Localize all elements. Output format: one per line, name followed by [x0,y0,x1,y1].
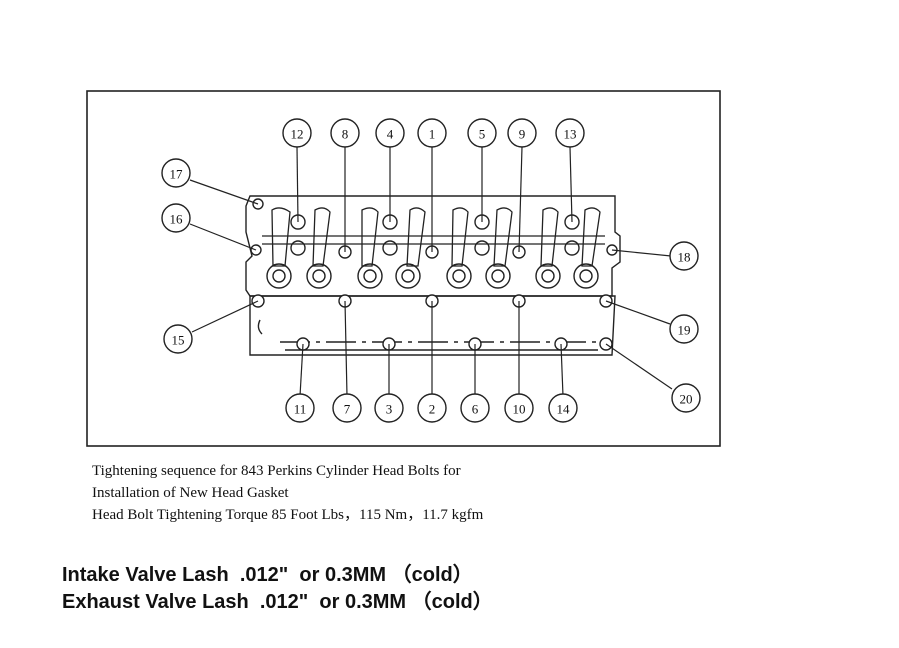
valve-springs [266,214,599,289]
bolt-number-label: 18 [678,250,691,265]
caption-line-1: Tightening sequence for 843 Perkins Cyli… [92,463,461,479]
diagram-caption: Tightening sequence for 843 Perkins Cyli… [92,460,483,526]
bolt-number-label: 9 [519,127,526,142]
bolt-callout-3: 3 [374,393,404,423]
bolt-number-label: 19 [678,323,691,338]
caption-line-3: Head Bolt Tightening Torque 85 Foot Lbs，… [92,507,484,523]
valve-lash-specs: Intake Valve Lash .012" or 0.3MM （cold） … [62,562,493,616]
bolt-number-label: 20 [680,392,693,407]
leader-lines [189,146,673,397]
bolt-callout-5: 5 [467,118,497,148]
bolt-number-label: 13 [564,127,577,142]
diagram-frame [86,90,721,447]
bolt-callout-15: 15 [163,324,193,354]
bolt-callout-4: 4 [375,118,405,148]
bolt-number-label: 14 [557,402,571,417]
bolt-number-label: 15 [172,333,185,348]
bolt-callout-10: 10 [504,393,534,423]
bolt-number-label: 8 [342,127,349,142]
bolt-number-label: 1 [429,127,436,142]
bolt-callout-6: 6 [460,393,490,423]
bolt-callout-17: 17 [161,158,191,188]
bolt-callout-7: 7 [332,393,362,423]
bolt-number-label: 16 [170,212,184,227]
bolt-callout-1: 1 [417,118,447,148]
bolt-callout-2: 2 [417,393,447,423]
bolt-holes [250,198,618,351]
bolt-number-label: 12 [291,127,304,142]
bolt-number-label: 5 [479,127,486,142]
bolt-callout-14: 14 [548,393,578,423]
bolt-callout-13: 13 [555,118,585,148]
caption-line-2: Installation of New Head Gasket [92,485,289,501]
bolt-number-label: 2 [429,402,436,417]
bolt-number-label: 11 [294,402,307,417]
rocker-arms [262,207,605,267]
bolt-number-label: 3 [386,402,393,417]
bolt-callout-11: 11 [285,393,315,423]
bolt-number-label: 6 [472,402,479,417]
bolt-callout-18: 18 [669,241,699,271]
exhaust-valve-lash: Exhaust Valve Lash .012" or 0.3MM （cold） [62,591,493,613]
bolt-number-label: 17 [170,167,184,182]
bolt-number-label: 7 [344,402,351,417]
bolt-number-label: 10 [513,402,526,417]
bolt-callout-19: 19 [669,314,699,344]
cylinder-head-body [245,195,621,356]
bolt-callout-20: 20 [671,383,701,413]
bolt-number-label: 4 [387,127,394,142]
bolt-callout-12: 12 [282,118,312,148]
bolt-callout-16: 16 [161,203,191,233]
bolt-callout-8: 8 [330,118,360,148]
bolt-callout-9: 9 [507,118,537,148]
intake-valve-lash: Intake Valve Lash .012" or 0.3MM （cold） [62,564,473,586]
